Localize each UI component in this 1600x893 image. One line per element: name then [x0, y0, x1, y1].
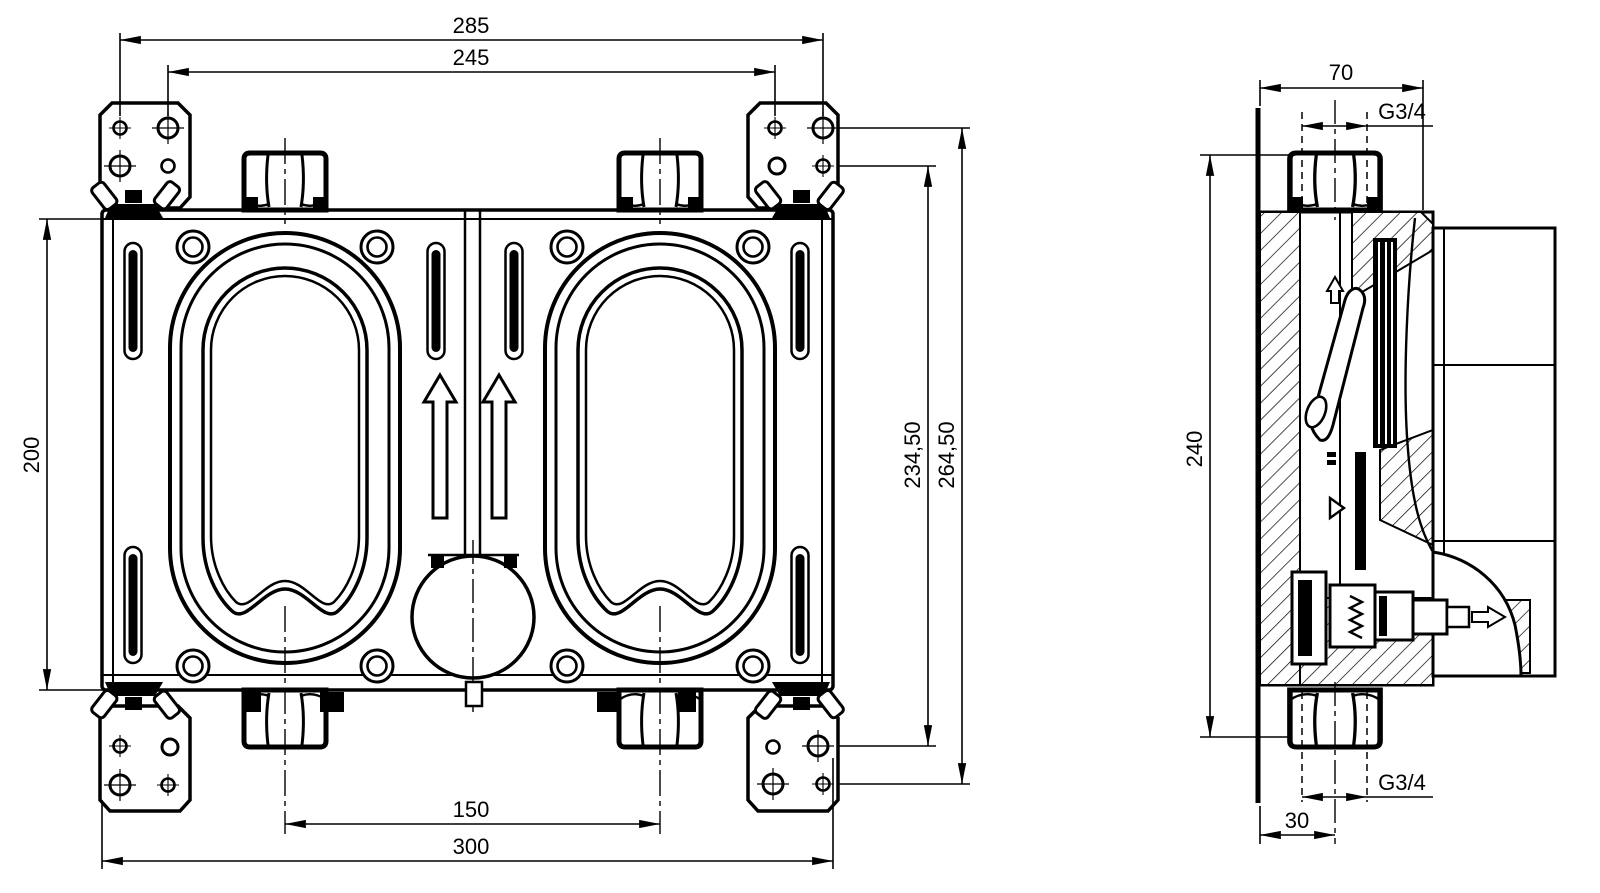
side-connections [1290, 100, 1380, 844]
dim-label-245: 245 [453, 45, 490, 70]
side-view: 70 G3/4 240 G3/4 30 [1182, 60, 1557, 844]
front-dimensions [39, 33, 970, 869]
connection-nuts [243, 138, 703, 834]
dim-label-150: 150 [453, 797, 490, 822]
front-dimension-labels: 285 245 200 150 300 234,50 264,50 [19, 13, 959, 859]
side-dimensions [1200, 80, 1433, 844]
dim-label-30: 30 [1285, 808, 1309, 833]
thread-label-bottom: G3/4 [1378, 770, 1426, 795]
bracket-bottom-left [98, 704, 192, 813]
dim-label-285: 285 [453, 13, 490, 38]
flow-arrow-small [1325, 274, 1345, 304]
cartridge-internals [1304, 238, 1397, 570]
bracket-bottom-right [746, 704, 840, 813]
dim-label-240: 240 [1182, 431, 1207, 468]
dim-label-70: 70 [1329, 60, 1353, 85]
dim-label-300: 300 [453, 834, 490, 859]
spindle-arrow [1471, 605, 1507, 629]
oval-opening-right [543, 231, 777, 665]
index-triangle [1328, 495, 1347, 521]
spring-zigzag [1347, 594, 1365, 640]
front-view: 285 245 200 150 300 234,50 264,50 [19, 13, 970, 869]
center-hole [410, 540, 536, 712]
oval-opening-left [168, 231, 402, 665]
side-dimension-labels: 70 G3/4 240 G3/4 30 [1182, 60, 1426, 833]
spindle-mechanism [1290, 570, 1507, 666]
dim-label-200: 200 [19, 437, 44, 474]
dim-label-234-50: 234,50 [900, 421, 925, 488]
dim-label-264-50: 264,50 [934, 421, 959, 488]
thread-label-top: G3/4 [1378, 99, 1426, 124]
